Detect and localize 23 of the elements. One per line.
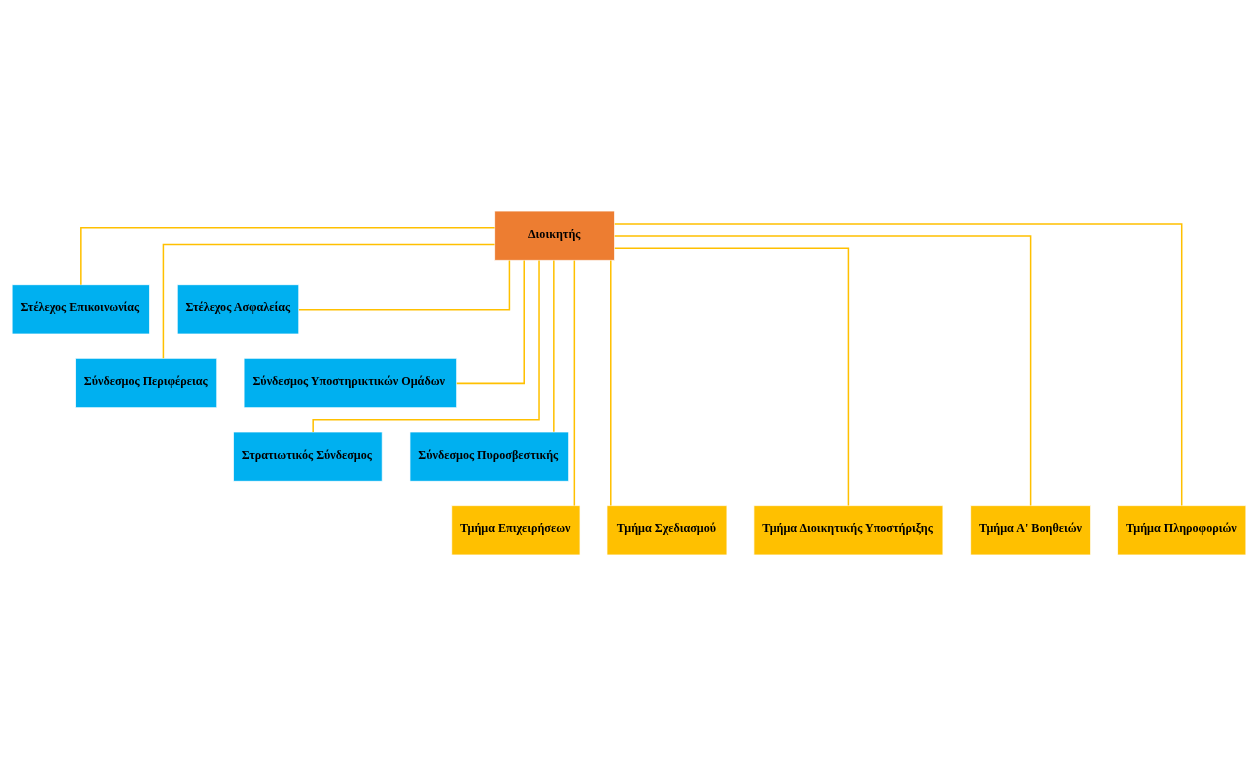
connector — [312, 259, 540, 433]
node-box: Σύνδεσμος Περιφέρειας — [75, 357, 218, 409]
node-box: Στέλεχος Ασφαλείας — [176, 284, 300, 335]
node-box: Τμήμα Επιχειρήσεων — [451, 505, 581, 556]
connector — [614, 247, 850, 507]
connector — [613, 223, 1183, 507]
connector — [456, 259, 525, 385]
connector — [610, 259, 612, 507]
node-box: Σύνδεσμος Υποστηρικτικών Ομάδων — [243, 357, 458, 409]
connector — [553, 259, 555, 433]
connector — [80, 227, 496, 286]
node-box: Διοικητής — [494, 210, 615, 261]
connector — [573, 259, 576, 507]
node-box: Σύνδεσμος Πυροσβεστικής — [409, 431, 569, 482]
connector — [162, 243, 496, 359]
node-box: Τμήμα Σχεδιασμού — [606, 505, 728, 556]
node-box: Στρατιωτικός Σύνδεσμος — [233, 431, 383, 482]
node-box: Τμήμα Α' Βοηθειών — [970, 505, 1091, 556]
node-box: Τμήμα Διοικητικής Υποστήριξης — [753, 505, 944, 556]
node-box: Τμήμα Πληροφοριών — [1117, 505, 1247, 556]
connector — [298, 259, 511, 311]
connector — [613, 235, 1032, 507]
node-box: Στέλεχος Επικοινωνίας — [11, 284, 150, 335]
